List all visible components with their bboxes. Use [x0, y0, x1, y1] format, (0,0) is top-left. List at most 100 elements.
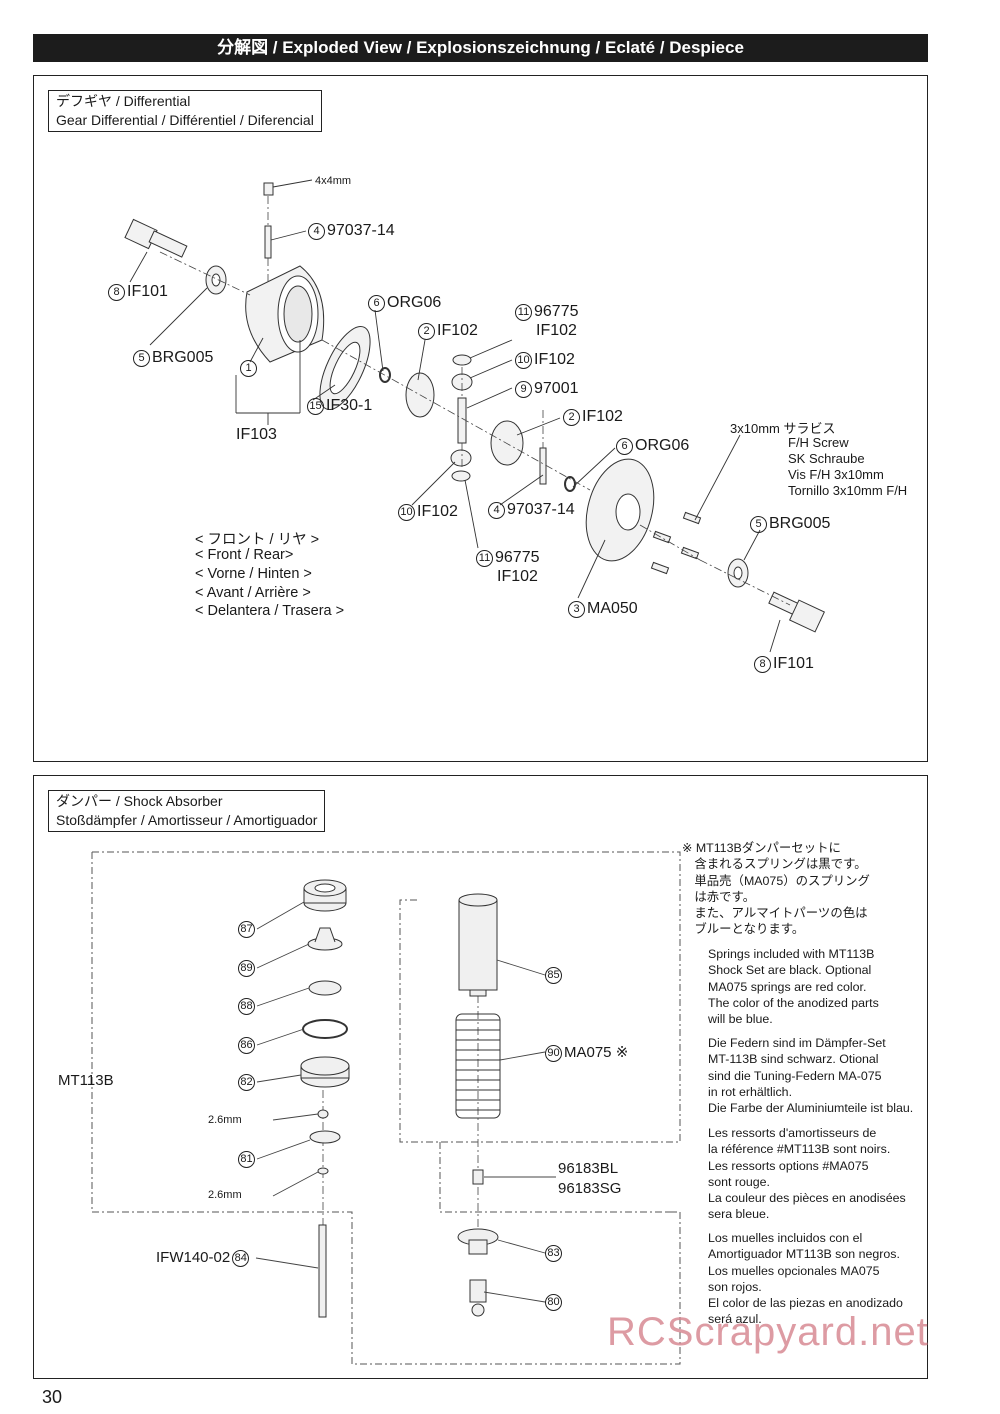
ref-num-2: 2 [418, 323, 435, 340]
front-rear-line4: < Avant / Arrière > [195, 585, 311, 601]
ref-num-86: 86 [238, 1037, 255, 1054]
ref-num-83: 83 [545, 1245, 562, 1262]
screw-note-line2: F/H Screw [788, 435, 849, 450]
part-code: MA050 [587, 600, 638, 617]
ref-num-4: 4 [488, 502, 505, 519]
part-label-1: 1 [240, 359, 259, 377]
part-code: 96775 [534, 303, 579, 320]
part-label-96183sg: 96183SG [558, 1180, 622, 1197]
cross-shaft-part [457, 397, 467, 444]
screw-note-line3: SK Schraube [788, 451, 865, 466]
part-label-88: 88 [238, 997, 257, 1015]
ref-num-11: 11 [476, 550, 493, 567]
part-label-82: 82 [238, 1073, 257, 1091]
shock-body-part [458, 893, 498, 997]
ref-num-87: 87 [238, 921, 255, 938]
part-code: BRG005 [152, 349, 214, 366]
part-label-83: 83 [545, 1244, 564, 1262]
shaft-part [318, 1224, 327, 1318]
oring-mid-part [564, 476, 576, 492]
lower-cap-part [457, 1228, 499, 1255]
ref-num-11: 11 [515, 304, 532, 321]
part-label-11-bottom-b: IF102 [497, 568, 538, 585]
set-screw-size-label: 4x4mm [315, 175, 352, 187]
ref-num-10: 10 [398, 504, 415, 521]
part-label-11-top-b: IF102 [536, 322, 577, 339]
ref-num-90: 90 [545, 1045, 562, 1062]
nut-size-label-bottom: 2.6mm [208, 1189, 242, 1201]
part-code: 97037-14 [507, 501, 575, 518]
front-rear-line5: < Delantera / Trasera > [195, 603, 345, 619]
piston-part [309, 1130, 341, 1144]
part-label-87: 87 [238, 920, 257, 938]
part-code: IF101 [127, 283, 168, 300]
ref-num-5: 5 [750, 516, 767, 533]
part-code: IF30-1 [326, 397, 373, 414]
ref-num-10: 10 [515, 352, 532, 369]
ref-num-1: 1 [240, 360, 257, 377]
part-code: IF102 [534, 351, 575, 368]
nut-bottom-part [317, 1167, 329, 1175]
part-code: IF101 [773, 655, 814, 672]
ref-num-8: 8 [754, 656, 771, 673]
ref-num-8: 8 [108, 284, 125, 301]
part-label-86: 86 [238, 1036, 257, 1054]
ref-num-88: 88 [238, 998, 255, 1015]
ref-num-82: 82 [238, 1074, 255, 1091]
shock-caption: ダンパー / Shock Absorber Stoßdämpfer / Amor… [48, 790, 326, 832]
part-label-80: 80 [545, 1293, 564, 1311]
diff-case-part [245, 265, 325, 363]
part-label-85: 85 [545, 966, 564, 984]
differential-panel [33, 75, 928, 762]
part-code: 96775 [495, 549, 540, 566]
shock-caption-line1: ダンパー / Shock Absorber [56, 793, 223, 809]
washer-top-part [452, 354, 472, 366]
screws-part [650, 511, 702, 575]
front-rear-line1: < フロント / リヤ > [195, 532, 320, 548]
part-code: MA075 ※ [564, 1044, 629, 1061]
note-french: Les ressorts d'amortisseurs de la référe… [708, 1126, 906, 1222]
front-rear-line3: < Vorne / Hinten > [195, 566, 312, 582]
washer-bottom-part [451, 470, 471, 482]
part-label-96183bl: 96183BL [558, 1160, 619, 1177]
screw-note-line1: 3x10mm サラビス [730, 421, 836, 436]
differential-caption-line2: Gear Differential / Différentiel / Difer… [56, 112, 314, 128]
spring-part [455, 1013, 501, 1119]
note-japanese: ※ MT113Bダンパーセットに 含まれるスプリングは黒です。 単品売（MA07… [682, 841, 870, 937]
ref-num-84: 84 [232, 1250, 250, 1267]
ref-num-4: 4 [308, 223, 325, 240]
pin-part-top [264, 225, 272, 259]
bevel-gear-mid-part [490, 420, 524, 466]
note-english: Springs included with MT113B Shock Set a… [708, 947, 879, 1027]
part-code: IF102 [417, 503, 458, 520]
shock-panel [33, 775, 928, 1379]
shock-set-label: MT113B [58, 1072, 114, 1089]
front-rear-line2: < Front / Rear> [195, 547, 294, 563]
part-label-89: 89 [238, 959, 257, 977]
ball-end-part [469, 1279, 487, 1317]
small-gear-bottom-part [450, 449, 472, 467]
page-number: 30 [42, 1387, 63, 1407]
part-code: IF102 [582, 408, 623, 425]
page-title-banner: 分解図 / Exploded View / Explosionszeichnun… [33, 34, 928, 62]
pin-part-bottom [539, 447, 547, 485]
shock-caption-line2: Stoßdämpfer / Amortisseur / Amortiguador [56, 812, 318, 828]
part-label-81: 81 [238, 1150, 257, 1168]
note-german: Die Federn sind im Dämpfer-Set MT-113B s… [708, 1036, 914, 1116]
shock-cap-part [303, 879, 347, 912]
oring-top-part [379, 367, 391, 383]
outdrive-left-part [124, 218, 188, 258]
